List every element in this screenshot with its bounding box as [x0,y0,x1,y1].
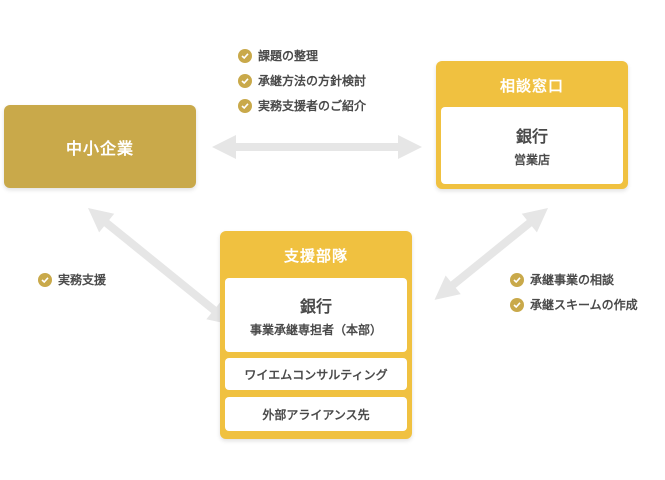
support-partners: 外部アライアンス先 [262,407,370,422]
check-icon [510,297,524,312]
consultation-title: 相談窓口 [499,77,564,95]
list-item: 承継事業の相談 [510,267,638,292]
arrow-consult-support [434,208,548,300]
right-checklist: 承継事業の相談 承継スキームの作成 [510,267,638,317]
check-icon [238,73,252,88]
support-title: 支援部隊 [283,247,348,265]
sme-box: 中小企業 [4,105,196,188]
list-item: 承継方法の方針検討 [238,68,366,93]
list-item: 承継スキームの作成 [510,292,638,317]
check-icon [238,48,252,63]
arrow-sme-consult [212,135,422,159]
support-bank-role: 事業承継専担者（本部） [249,322,382,337]
check-icon [510,272,524,287]
support-bank-panel: 銀行 事業承継専担者（本部） [225,278,407,352]
list-item: 実務支援者のご紹介 [238,93,366,118]
list-item: 実務支援 [38,267,106,292]
check-icon [38,272,52,287]
left-checklist: 実務支援 [38,267,106,292]
consultation-bank: 銀行 [515,127,548,146]
top-checklist: 課題の整理 承継方法の方針検討 実務支援者のご紹介 [238,43,366,118]
check-icon [238,98,252,113]
support-bank: 銀行 [299,296,332,316]
support-consulting: ワイエムコンサルティング [244,367,388,382]
sme-label: 中小企業 [65,138,134,158]
list-item: 課題の整理 [238,43,366,68]
support-box: 支援部隊 銀行 事業承継専担者（本部） ワイエムコンサルティング 外部アライアン… [220,231,412,439]
consultation-branch: 営業店 [513,153,550,167]
support-consulting-panel: ワイエムコンサルティング [225,358,407,390]
consultation-panel: 銀行 営業店 [441,107,623,184]
support-partners-panel: 外部アライアンス先 [225,397,407,431]
consultation-box: 相談窓口 銀行 営業店 [436,61,628,189]
arrow-sme-support [88,208,233,326]
